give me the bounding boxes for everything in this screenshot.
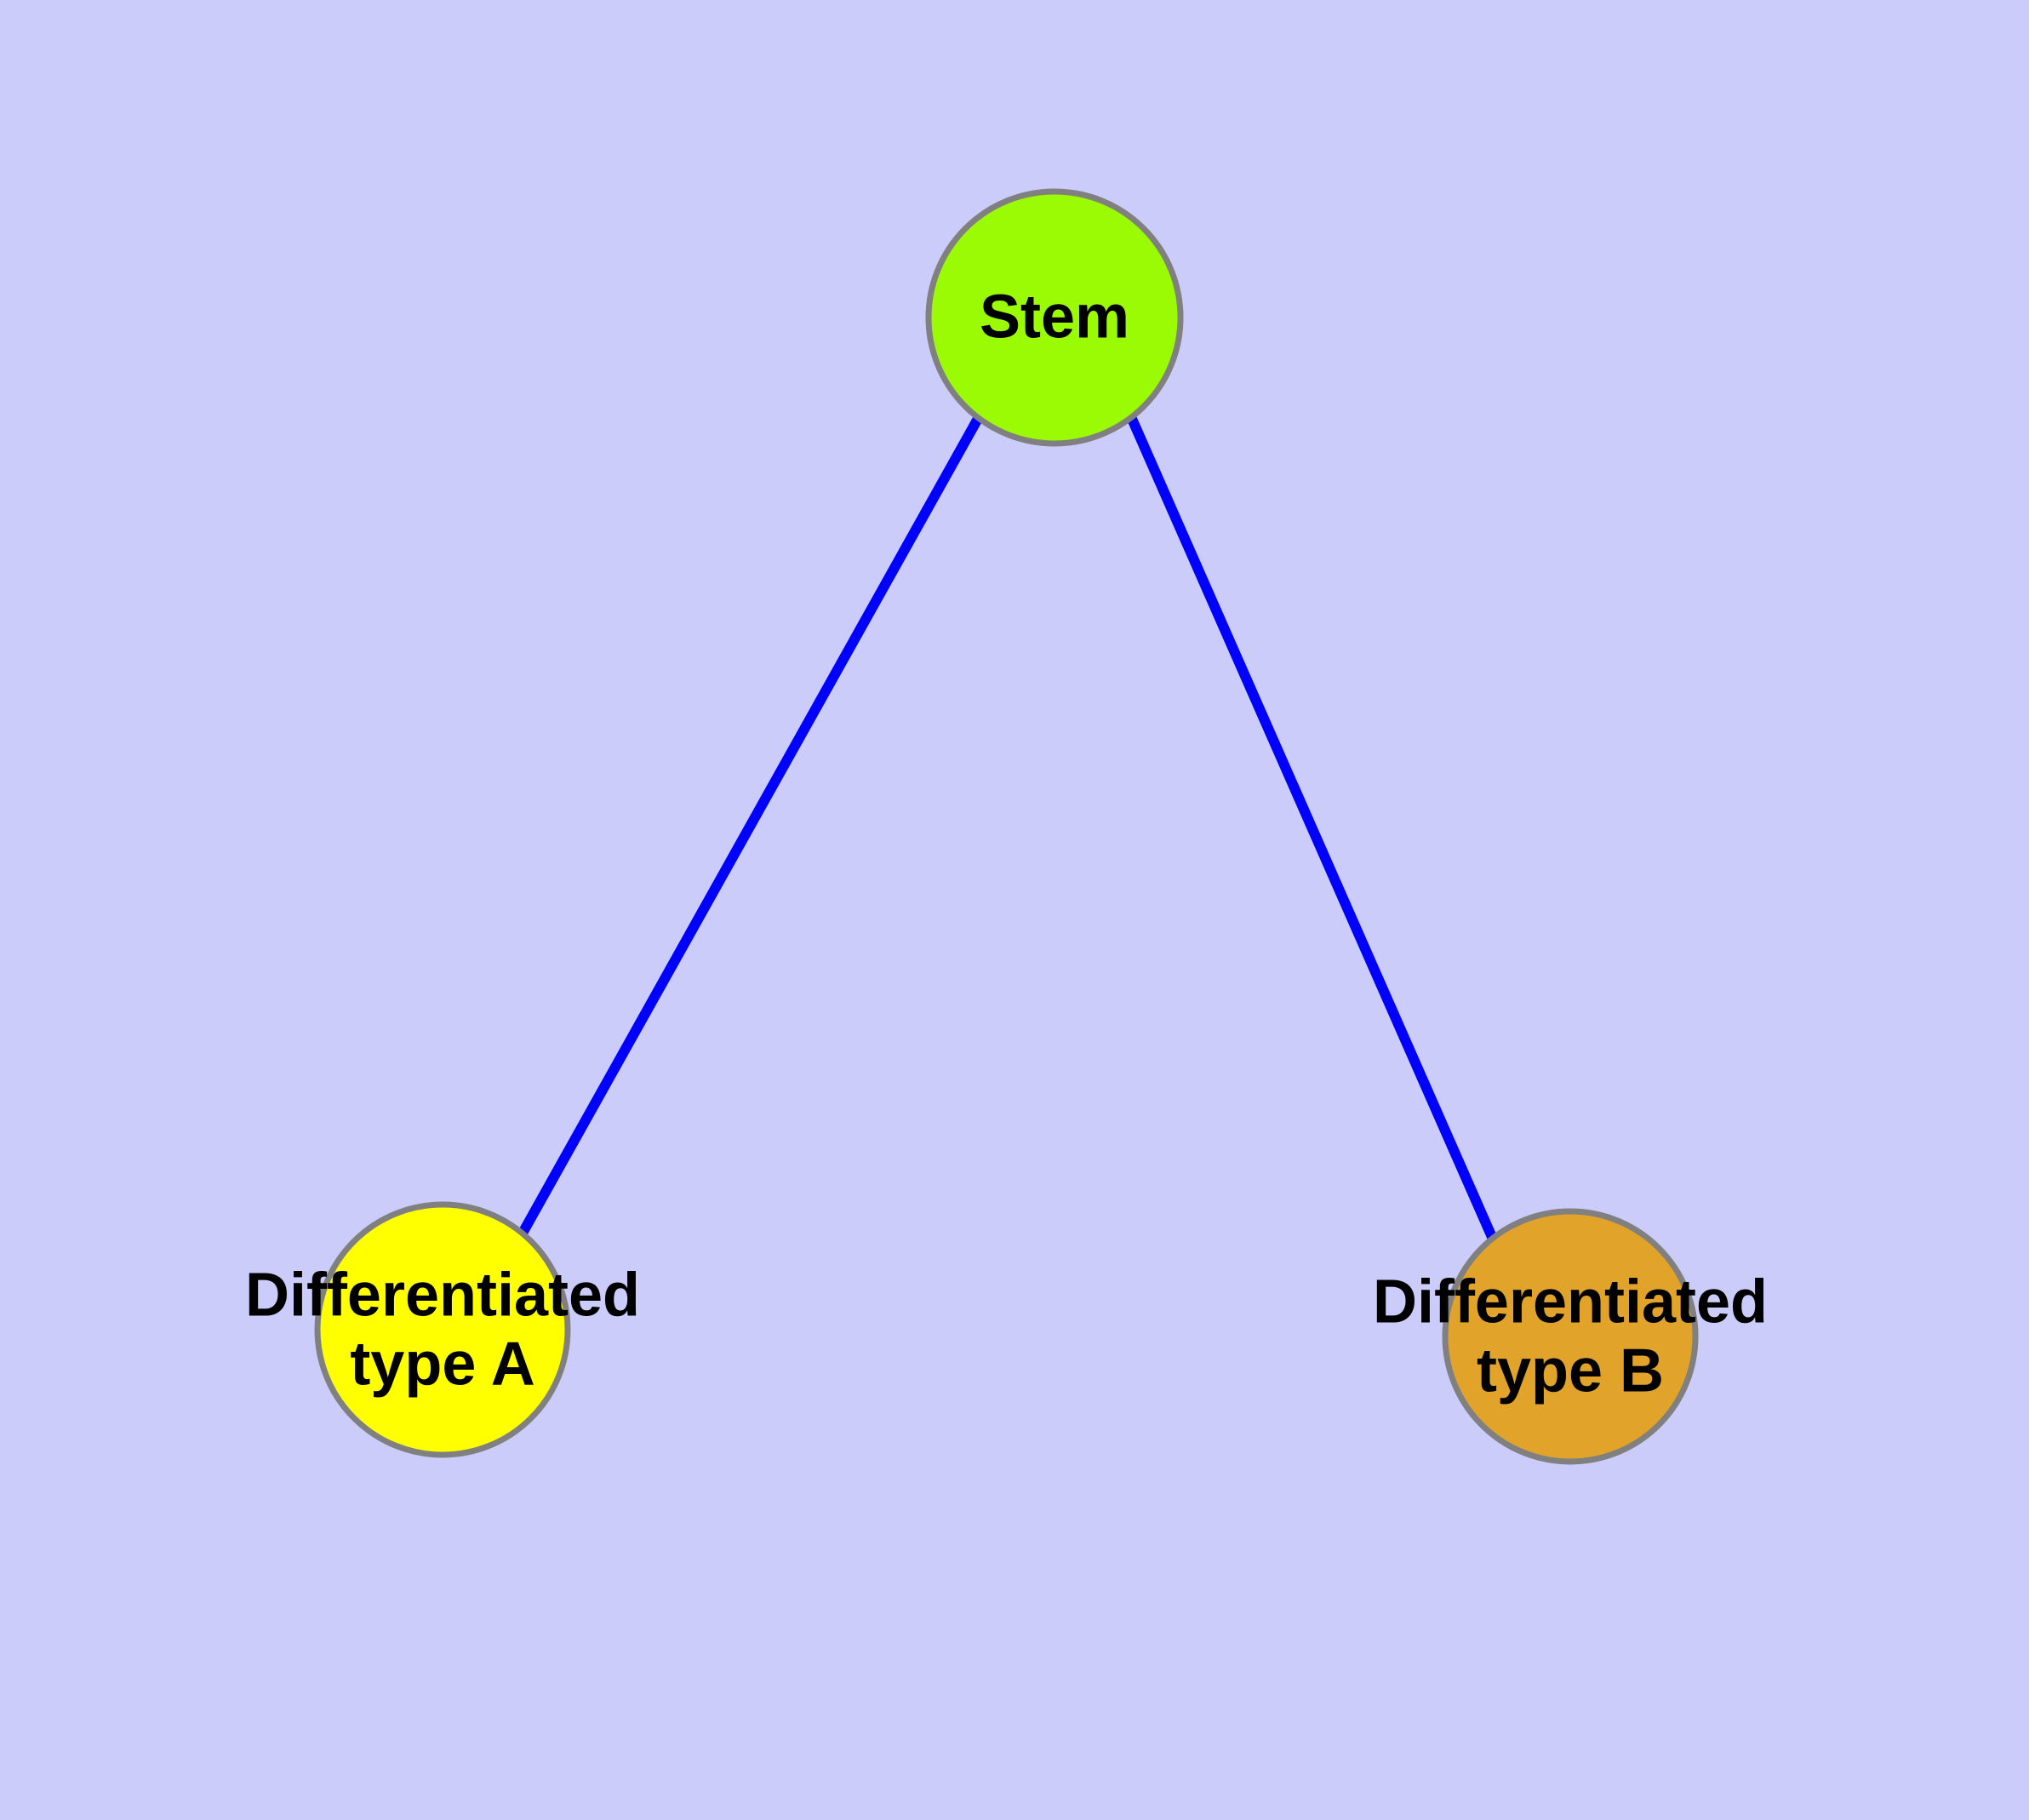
edge-layer [516,415,1500,1245]
node-differentiated-type-a[interactable] [314,1201,571,1458]
node-stem[interactable] [925,188,1184,447]
node-layer [314,188,1699,1465]
edge-stem-diff-b[interactable] [1127,416,1500,1245]
node-differentiated-type-b[interactable] [1442,1208,1699,1465]
edge-stem-diff-a[interactable] [516,415,984,1239]
